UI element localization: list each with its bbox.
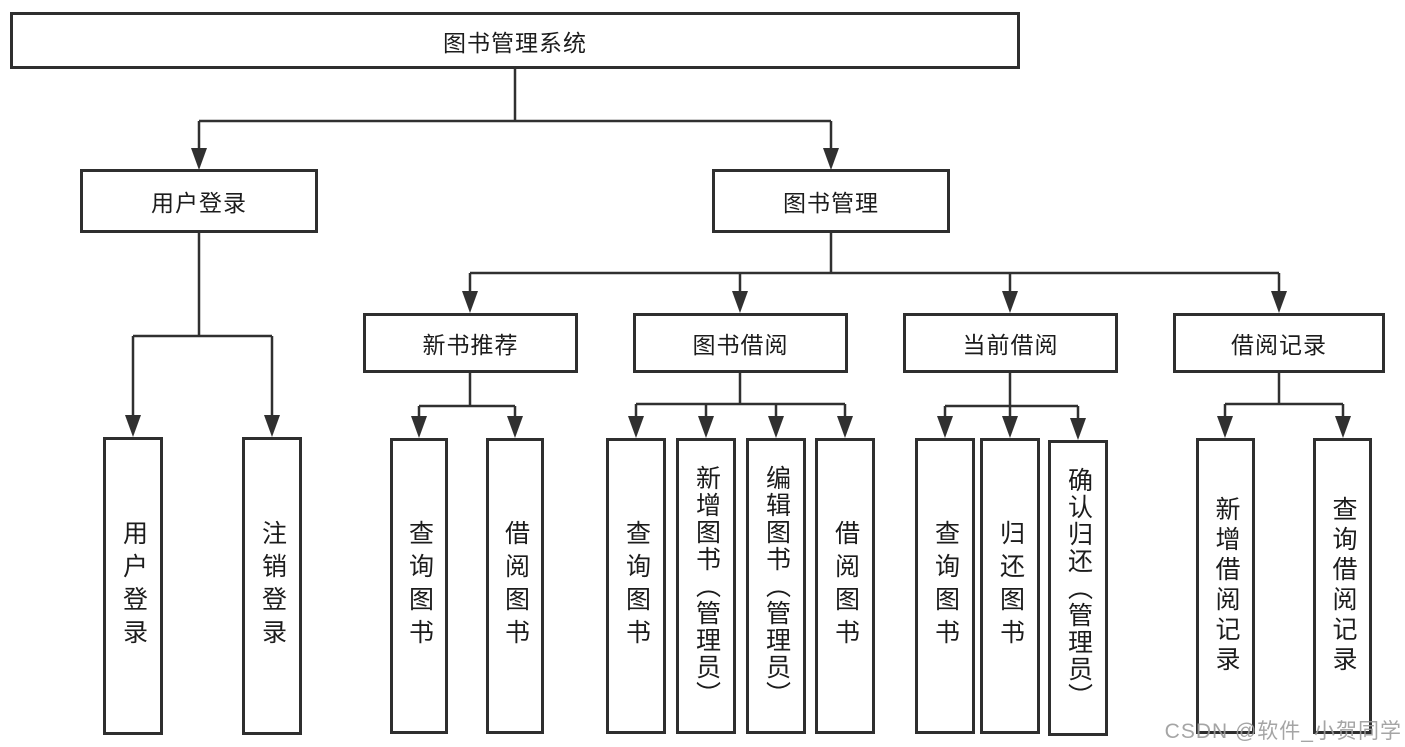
arrow-down-icon: [732, 291, 748, 313]
arrow-down-icon: [462, 291, 478, 313]
node-label: 当前借阅: [962, 332, 1059, 358]
arrow-down-icon: [1070, 418, 1086, 440]
node-label: 新书推荐: [422, 332, 519, 358]
arrow-down-icon: [768, 416, 784, 438]
leaf-confirm-return-admin: 确认归还（管理员）: [1048, 440, 1108, 736]
node-borrow-records: 借阅记录: [1173, 313, 1385, 373]
arrow-down-icon: [264, 415, 280, 437]
node-label: 注销登录: [258, 520, 287, 652]
leaf-borrow-books-recommend: 借阅图书: [486, 438, 544, 734]
arrow-down-icon: [1335, 416, 1351, 438]
leaf-return-book: 归还图书: [980, 438, 1040, 734]
connector-new-book-children: [411, 373, 523, 438]
node-label: 查询图书: [931, 520, 960, 652]
connector-user-login-children: [125, 233, 280, 437]
node-new-book-recommend: 新书推荐: [363, 313, 578, 373]
leaf-query-borrow-record: 查询借阅记录: [1313, 438, 1372, 734]
leaf-query-books-recommend: 查询图书: [390, 438, 448, 734]
node-label: 新增借阅记录: [1212, 496, 1240, 676]
arrow-down-icon: [1002, 291, 1018, 313]
node-label: 借阅图书: [831, 520, 860, 652]
arrow-down-icon: [937, 416, 953, 438]
arrow-down-icon: [191, 148, 207, 170]
connector-current-borrow-children: [937, 373, 1086, 440]
leaf-edit-book-admin: 编辑图书（管理员）: [746, 438, 806, 734]
leaf-user-login: 用户登录: [103, 437, 163, 735]
node-label: 查询借阅记录: [1329, 496, 1357, 676]
connector-book-management-children: [462, 233, 1287, 313]
node-label: 新增图书（管理员）: [692, 464, 721, 708]
leaf-add-borrow-record: 新增借阅记录: [1196, 438, 1255, 734]
node-user-login: 用户登录: [80, 169, 318, 233]
leaf-query-books-current: 查询图书: [915, 438, 975, 734]
node-current-borrow: 当前借阅: [903, 313, 1118, 373]
node-label: 用户登录: [151, 190, 247, 216]
node-label: 编辑图书（管理员）: [762, 464, 791, 708]
node-label: 确认归还（管理员）: [1064, 466, 1093, 710]
node-label: 查询图书: [405, 520, 434, 652]
node-label: 图书借阅: [692, 332, 789, 358]
arrow-down-icon: [1271, 291, 1287, 313]
arrow-down-icon: [628, 416, 644, 438]
watermark: CSDN @软件_小贺同学: [1164, 720, 1402, 743]
arrow-down-icon: [507, 416, 523, 438]
connector-book-borrow-children: [628, 373, 853, 438]
arrow-down-icon: [1217, 416, 1233, 438]
arrow-down-icon: [1002, 416, 1018, 438]
node-label: 图书管理: [783, 190, 879, 216]
arrow-down-icon: [698, 416, 714, 438]
node-label: 归还图书: [996, 520, 1025, 652]
node-label: 借阅图书: [501, 520, 530, 652]
leaf-add-book-admin: 新增图书（管理员）: [676, 438, 736, 734]
arrow-down-icon: [125, 415, 141, 437]
leaf-logout: 注销登录: [242, 437, 302, 735]
connector-borrow-records-children: [1217, 373, 1351, 438]
arrow-down-icon: [823, 148, 839, 170]
node-book-borrow: 图书借阅: [633, 313, 848, 373]
node-label: 查询图书: [622, 520, 651, 652]
arrow-down-icon: [837, 416, 853, 438]
node-label: 图书管理系统: [443, 29, 587, 56]
arrow-down-icon: [411, 416, 427, 438]
node-label: 用户登录: [119, 520, 148, 652]
node-book-management: 图书管理: [712, 169, 950, 233]
node-library-management-system: 图书管理系统: [10, 12, 1020, 69]
node-label: 借阅记录: [1231, 332, 1327, 358]
leaf-borrow-books: 借阅图书: [815, 438, 875, 734]
connector-root-children: [191, 69, 839, 170]
leaf-query-books-borrow: 查询图书: [606, 438, 666, 734]
